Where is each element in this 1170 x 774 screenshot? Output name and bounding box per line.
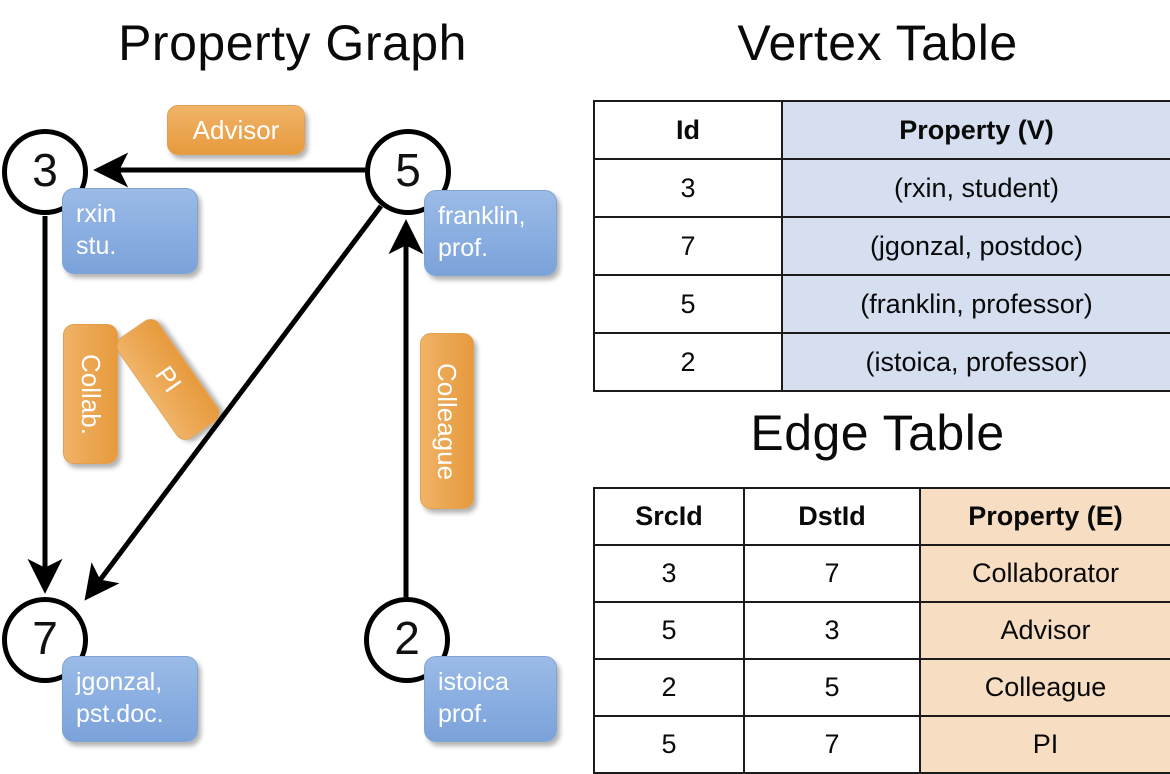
page-title-vertex-table: Vertex Table bbox=[737, 15, 1018, 71]
graph-node-7-label: 7 bbox=[32, 612, 58, 664]
node-property-5-line-1: franklin, bbox=[438, 202, 526, 230]
node-property-box-5: franklin, prof. bbox=[424, 190, 557, 276]
edge-table-header-srcid: SrcId bbox=[593, 487, 745, 546]
table-row: 2 (istoica, professor) bbox=[593, 332, 1170, 392]
edge-label-advisor: Advisor bbox=[167, 105, 305, 155]
node-property-box-3: rxin stu. bbox=[62, 188, 198, 274]
vertex-table-header-property: Property (V) bbox=[781, 100, 1170, 160]
edge-row-0-dst: 7 bbox=[743, 544, 921, 603]
edge-label-collaborator-text: Collab. bbox=[76, 353, 106, 435]
table-row: 2 5 Colleague bbox=[593, 658, 1170, 717]
node-property-7-line-2: pst.doc. bbox=[76, 700, 164, 728]
table-row: 7 (jgonzal, postdoc) bbox=[593, 216, 1170, 276]
edge-5-to-7-pi bbox=[84, 204, 383, 601]
edge-row-0-src: 3 bbox=[593, 544, 745, 603]
vertex-row-1-id: 7 bbox=[593, 216, 783, 276]
vertex-row-1-property: (jgonzal, postdoc) bbox=[781, 216, 1170, 276]
edge-row-1-property: Advisor bbox=[919, 601, 1170, 660]
table-row: 5 7 PI bbox=[593, 715, 1170, 774]
node-property-2-line-2: prof. bbox=[438, 700, 489, 728]
edge-row-3-dst: 7 bbox=[743, 715, 921, 774]
edge-row-1-src: 5 bbox=[593, 601, 745, 660]
vertex-row-2-property: (franklin, professor) bbox=[781, 274, 1170, 334]
edge-label-advisor-text: Advisor bbox=[192, 114, 280, 145]
table-row: 5 (franklin, professor) bbox=[593, 274, 1170, 334]
vertex-table-header-id: Id bbox=[593, 100, 783, 160]
edge-row-2-dst: 5 bbox=[743, 658, 921, 717]
node-property-box-2: istoica prof. bbox=[424, 656, 557, 742]
edge-table-header-property: Property (E) bbox=[919, 487, 1170, 546]
edge-row-3-property: PI bbox=[919, 715, 1170, 774]
graph-node-3-label: 3 bbox=[32, 144, 58, 196]
node-property-3-line-1: rxin bbox=[76, 200, 117, 228]
page-title-edge-table: Edge Table bbox=[750, 405, 1005, 461]
graph-edges-svg bbox=[27, 152, 424, 601]
vertex-row-3-id: 2 bbox=[593, 332, 783, 392]
vertex-row-0-property: (rxin, student) bbox=[781, 158, 1170, 218]
node-property-3-line-2: stu. bbox=[76, 232, 117, 260]
graph-node-5[interactable]: 5 bbox=[365, 129, 451, 215]
edge-row-2-src: 2 bbox=[593, 658, 745, 717]
edge-label-colleague-text: Colleague bbox=[432, 362, 463, 480]
edge-label-colleague: Colleague bbox=[420, 333, 474, 509]
graph-node-2-label: 2 bbox=[394, 612, 420, 664]
property-graph-diagram: Advisor Collab. PI Colleague 3 5 7 2 rxi… bbox=[0, 0, 585, 760]
edge-row-3-src: 5 bbox=[593, 715, 745, 774]
node-property-7-line-1: jgonzal, bbox=[76, 668, 163, 696]
node-property-5-line-2: prof. bbox=[438, 234, 489, 262]
edge-row-1-dst: 3 bbox=[743, 601, 921, 660]
table-row: 5 3 Advisor bbox=[593, 601, 1170, 660]
table-row: 3 7 Collaborator bbox=[593, 544, 1170, 603]
edge-table: SrcId DstId Property (E) 3 7 Collaborato… bbox=[593, 487, 1170, 774]
edge-row-0-property: Collaborator bbox=[919, 544, 1170, 603]
page-title-property-graph: Property Graph bbox=[118, 15, 467, 71]
edge-row-2-property: Colleague bbox=[919, 658, 1170, 717]
node-property-2-line-1: istoica bbox=[438, 668, 509, 696]
table-row: 3 (rxin, student) bbox=[593, 158, 1170, 218]
graph-node-5-label: 5 bbox=[395, 144, 421, 196]
vertex-row-2-id: 5 bbox=[593, 274, 783, 334]
edge-table-header-row: SrcId DstId Property (E) bbox=[593, 487, 1170, 546]
edge-label-collaborator: Collab. bbox=[63, 324, 118, 464]
vertex-table: Id Property (V) 3 (rxin, student) 7 (jgo… bbox=[593, 100, 1170, 392]
edge-label-pi-text: PI bbox=[149, 360, 188, 398]
vertex-row-3-property: (istoica, professor) bbox=[781, 332, 1170, 392]
vertex-row-0-id: 3 bbox=[593, 158, 783, 218]
graph-node-2[interactable]: 2 bbox=[364, 597, 450, 683]
node-property-box-7: jgonzal, pst.doc. bbox=[62, 656, 198, 742]
edge-table-header-dstid: DstId bbox=[743, 487, 921, 546]
vertex-table-header-row: Id Property (V) bbox=[593, 100, 1170, 160]
